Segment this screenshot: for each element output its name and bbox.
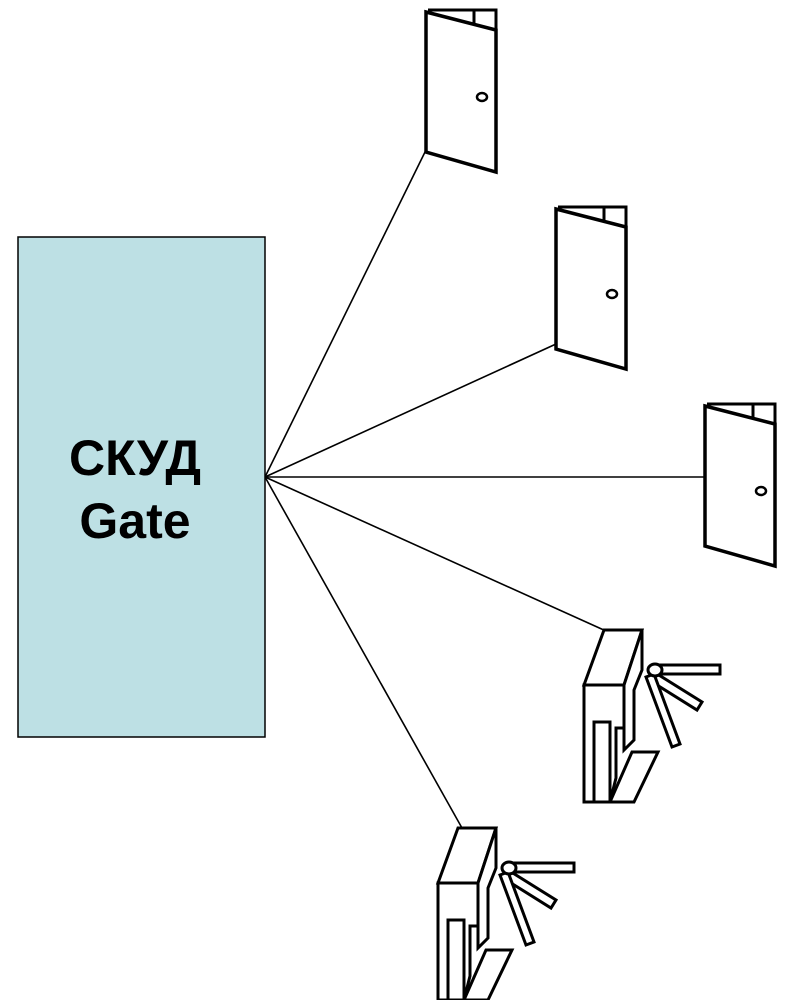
door-icon xyxy=(703,402,777,568)
link-line-door-1 xyxy=(264,149,427,478)
link-line-turnstile-2 xyxy=(264,476,463,829)
link-line-turnstile-1 xyxy=(264,476,607,632)
turnstile-icon xyxy=(436,826,576,1000)
controller-title-line2: Gate xyxy=(79,493,190,549)
connection-lines xyxy=(264,149,705,829)
controller-box: СКУД Gate xyxy=(17,236,266,738)
turnstile-icon xyxy=(582,628,722,804)
link-line-door-2 xyxy=(264,343,557,478)
door-icon xyxy=(424,8,498,174)
controller-title-line1: СКУД xyxy=(69,430,201,486)
door-icon xyxy=(554,205,628,371)
